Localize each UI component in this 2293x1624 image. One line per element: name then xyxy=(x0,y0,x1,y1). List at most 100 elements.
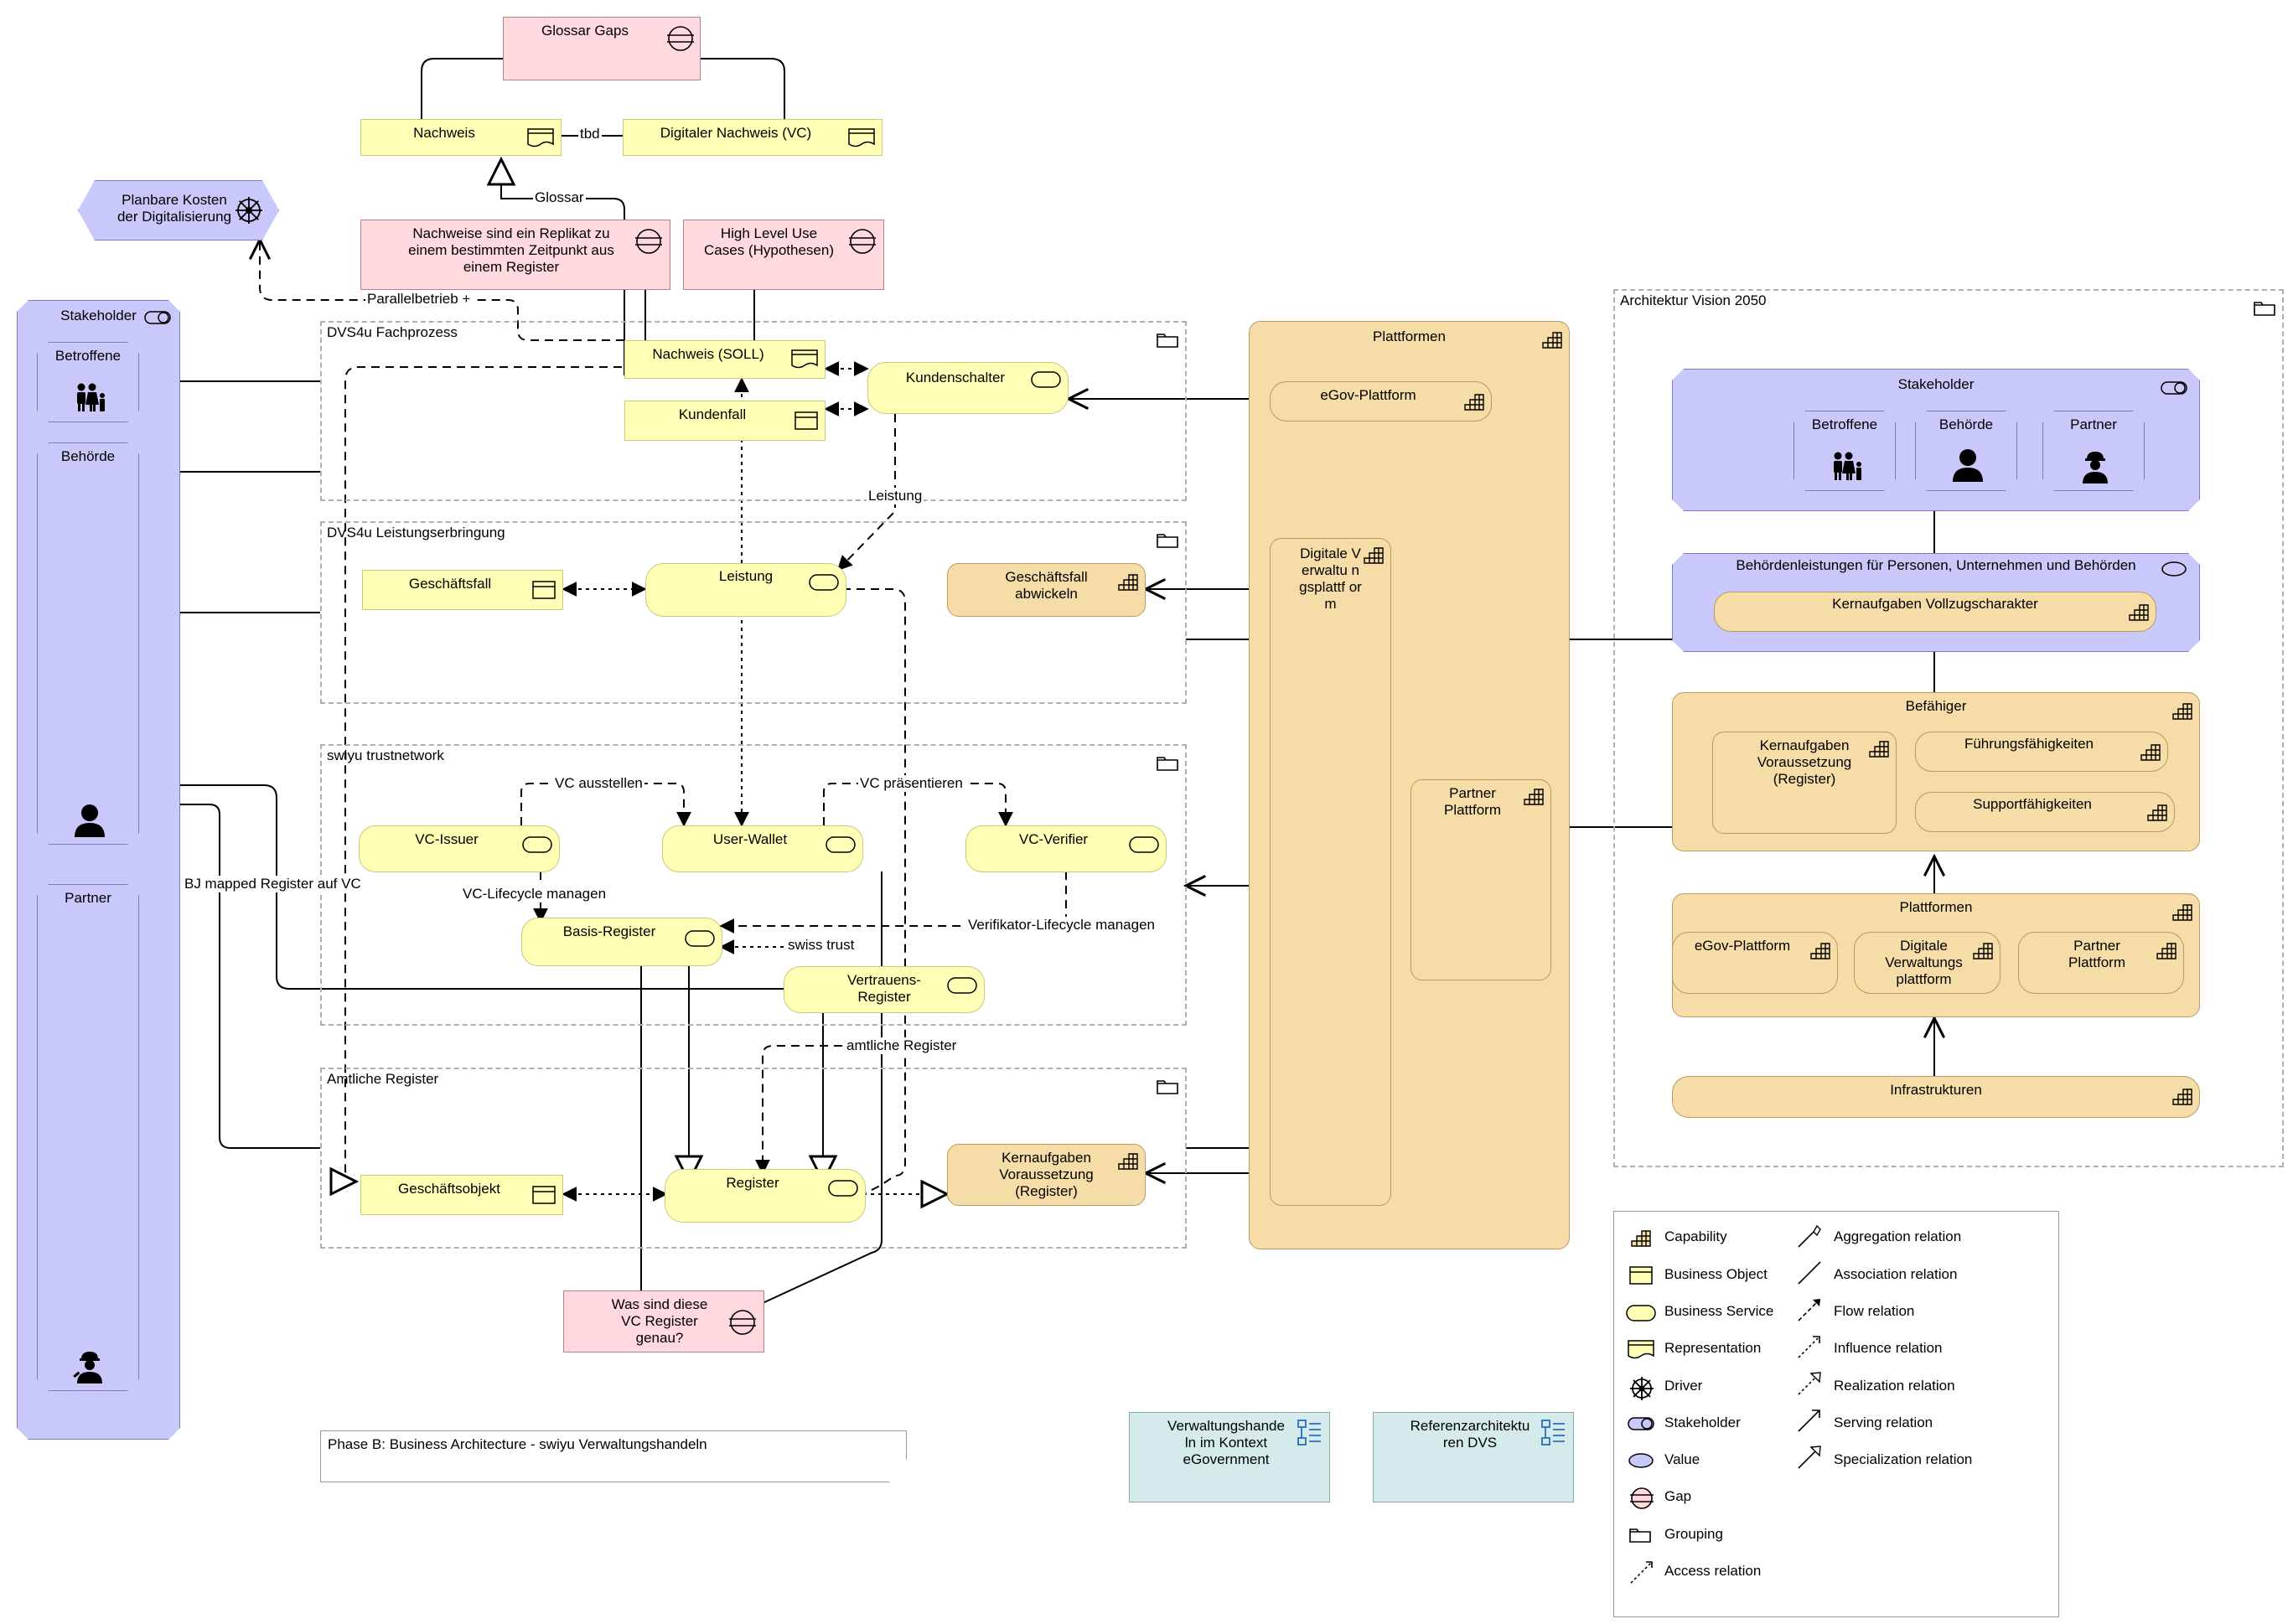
vision-kernaufgaben-voraussetzung[interactable]: Kernaufgaben Voraussetzung (Register) xyxy=(1712,732,1897,834)
business-service-vc-issuer[interactable]: VC-Issuer xyxy=(359,825,560,872)
gap-nachweise-replikat[interactable]: Nachweise sind ein Replikat zu einem bes… xyxy=(360,220,670,290)
digitaler-nachweis-label: Digitaler Nachweis (VC) xyxy=(660,125,812,141)
vision-egov-label: eGov-Plattform xyxy=(1694,938,1791,954)
capability-icon xyxy=(2172,701,2192,724)
kernaufgaben-vollzug-label: Kernaufgaben Vollzugscharakter xyxy=(1832,596,2038,612)
nachweis-soll-label: Nachweis (SOLL) xyxy=(652,346,764,362)
leistung-label: Leistung xyxy=(718,568,774,584)
gap-was-sind-vc-register[interactable]: Was sind diese VC Register genau? xyxy=(563,1290,764,1352)
gap-icon xyxy=(634,227,663,260)
vision-egov-plattform[interactable]: eGov-Plattform xyxy=(1672,932,1838,994)
business-object-geschaeftsobjekt[interactable]: Geschäftsobjekt xyxy=(360,1175,563,1215)
geschaeftsobjekt-label: Geschäftsobjekt xyxy=(398,1181,500,1197)
infrastrukturen-label: Infrastrukturen xyxy=(1890,1082,1982,1098)
view-ref-referenzarchitektur[interactable]: Referenzarchitektu ren DVS xyxy=(1373,1412,1574,1502)
digitale-verwaltungsplattform-label: Digitale Verwaltu ngsplattf orm xyxy=(1299,546,1362,612)
egov-plattform-label: eGov-Plattform xyxy=(1320,387,1416,403)
business-service-icon xyxy=(1129,836,1159,857)
business-service-basis-register[interactable]: Basis-Register xyxy=(521,918,722,966)
capability-infrastrukturen[interactable]: Infrastrukturen xyxy=(1672,1076,2200,1118)
vision-behoerde[interactable]: Behörde xyxy=(1915,411,2017,491)
legend: Capability Business Object Business Serv… xyxy=(1613,1211,2059,1617)
egov-plattform[interactable]: eGov-Plattform xyxy=(1270,381,1492,422)
befaehiger-label: Befähiger xyxy=(1905,698,1967,714)
betroffene-label: Betroffene xyxy=(54,348,122,364)
legend-business-object: Business Object xyxy=(1664,1266,1768,1282)
capability-icon xyxy=(1364,546,1384,568)
plattformen-label: Plattformen xyxy=(1373,328,1446,344)
stakeholder-icon xyxy=(1628,1417,1654,1435)
business-service-user-wallet[interactable]: User-Wallet xyxy=(662,825,863,872)
vision-partner-plattform[interactable]: Partner Plattform xyxy=(2018,932,2184,994)
vision-behoerde-label: Behörde xyxy=(1938,416,1994,432)
vision-digitale-verwaltungsplattform[interactable]: Digitale Verwaltungs plattform xyxy=(1854,932,2001,994)
influence-relation-icon xyxy=(1797,1334,1822,1363)
vision-betroffene[interactable]: Betroffene xyxy=(1794,411,1896,491)
was-sind-label: Was sind diese VC Register genau? xyxy=(611,1296,708,1346)
nachweis-label: Nachweis xyxy=(413,125,475,141)
group-swiyu-trustnetwork: swiyu trustnetwork xyxy=(320,744,1187,1026)
representation-nachweis-soll[interactable]: Nachweis (SOLL) xyxy=(624,340,826,379)
group-architektur-vision: Architektur Vision 2050 xyxy=(1613,289,2284,1167)
business-object-kundenfall[interactable]: Kundenfall xyxy=(624,401,826,441)
behoerde-label: Behörde xyxy=(60,448,116,464)
legend-access-relation: Access relation xyxy=(1664,1563,1762,1579)
nachweise-replikat-label: Nachweise sind ein Replikat zu einem bes… xyxy=(408,225,614,275)
digitale-verwaltungsplattform[interactable]: Digitale Verwaltu ngsplattf orm xyxy=(1270,538,1391,1206)
representation-digitaler-nachweis[interactable]: Digitaler Nachweis (VC) xyxy=(623,119,883,156)
verifikator-lifecycle-label: Verifikator-Lifecycle managen xyxy=(966,917,1157,934)
association-relation-icon xyxy=(1797,1260,1822,1290)
gap-high-level-use-cases[interactable]: High Level Use Cases (Hypothesen) xyxy=(683,220,884,290)
view-ref-verwaltungshandeln[interactable]: Verwaltungshande ln im Kontext eGovernme… xyxy=(1129,1412,1330,1502)
legend-capability: Capability xyxy=(1664,1228,1727,1244)
vision-partner[interactable]: Partner xyxy=(2042,411,2145,491)
stakeholder-left-label: Stakeholder xyxy=(60,308,137,323)
business-service-icon xyxy=(685,930,715,951)
business-service-kundenschalter[interactable]: Kundenschalter xyxy=(867,362,1069,414)
capability-fuehrungsfaehigkeiten[interactable]: Führungsfähigkeiten xyxy=(1915,732,2168,772)
business-service-icon xyxy=(1031,371,1061,392)
business-object-icon xyxy=(1629,1266,1653,1289)
group-label: Architektur Vision 2050 xyxy=(1620,292,1767,308)
worker-icon xyxy=(73,1350,106,1388)
legend-gap: Gap xyxy=(1664,1488,1692,1504)
aggregation-relation-icon xyxy=(1797,1223,1822,1253)
diagram-title: Phase B: Business Architecture - swiyu V… xyxy=(328,1436,707,1452)
capability-icon xyxy=(1464,392,1484,415)
gap-glossar-gaps[interactable]: Glossar Gaps xyxy=(503,17,701,80)
access-relation-icon xyxy=(1629,1559,1654,1589)
vc-praesentieren-label: VC präsentieren xyxy=(858,775,965,792)
basis-register-label: Basis-Register xyxy=(562,923,656,939)
business-service-vertrauens-register[interactable]: Vertrauens-Register xyxy=(784,966,985,1013)
group-label: DVS4u Leistungserbringung xyxy=(327,525,505,540)
capability-icon xyxy=(1118,572,1138,595)
group-label: Amtliche Register xyxy=(327,1071,439,1087)
vc-verifier-label: VC-Verifier xyxy=(1018,831,1089,847)
representation-nachweis[interactable]: Nachweis xyxy=(360,119,562,156)
business-service-icon xyxy=(828,1180,858,1201)
folder-icon xyxy=(1157,1078,1178,1099)
driver-planbare-kosten[interactable]: Planbare Kosten der Digitalisierung xyxy=(78,180,279,240)
stakeholder-betroffene[interactable]: Betroffene xyxy=(37,342,139,422)
leistung-edge-label: Leistung xyxy=(867,488,924,504)
diagram-model-icon xyxy=(1541,1420,1566,1451)
capability-icon xyxy=(1973,941,1993,964)
capability-geschaeftsfall-abwickeln[interactable]: Geschäftsfall abwickeln xyxy=(947,563,1146,617)
glossar-label: Glossar xyxy=(533,189,586,206)
partner-plattform-label: Partner Plattform xyxy=(1443,785,1502,818)
business-object-geschaeftsfall[interactable]: Geschäftsfall xyxy=(362,570,563,610)
capability-supportfaehigkeiten[interactable]: Supportfähigkeiten xyxy=(1915,792,2175,832)
business-service-register[interactable]: Register xyxy=(665,1169,866,1223)
business-service-leistung[interactable]: Leistung xyxy=(645,563,846,617)
stakeholder-behoerde[interactable]: Behörde xyxy=(37,442,139,845)
capability-kernaufgaben-vollzug[interactable]: Kernaufgaben Vollzugscharakter xyxy=(1714,592,2156,632)
partner-plattform[interactable]: Partner Plattform xyxy=(1410,779,1551,980)
business-service-vc-verifier[interactable]: VC-Verifier xyxy=(965,825,1167,872)
gap-icon xyxy=(1629,1486,1654,1515)
capability-kernaufgaben-voraussetzung[interactable]: Kernaufgaben Voraussetzung (Register) xyxy=(947,1144,1146,1206)
person-icon xyxy=(73,804,106,841)
legend-association-relation: Association relation xyxy=(1834,1266,1958,1282)
capability-icon xyxy=(1869,739,1889,762)
stakeholder-partner[interactable]: Partner xyxy=(37,884,139,1391)
value-icon xyxy=(2161,561,2187,582)
